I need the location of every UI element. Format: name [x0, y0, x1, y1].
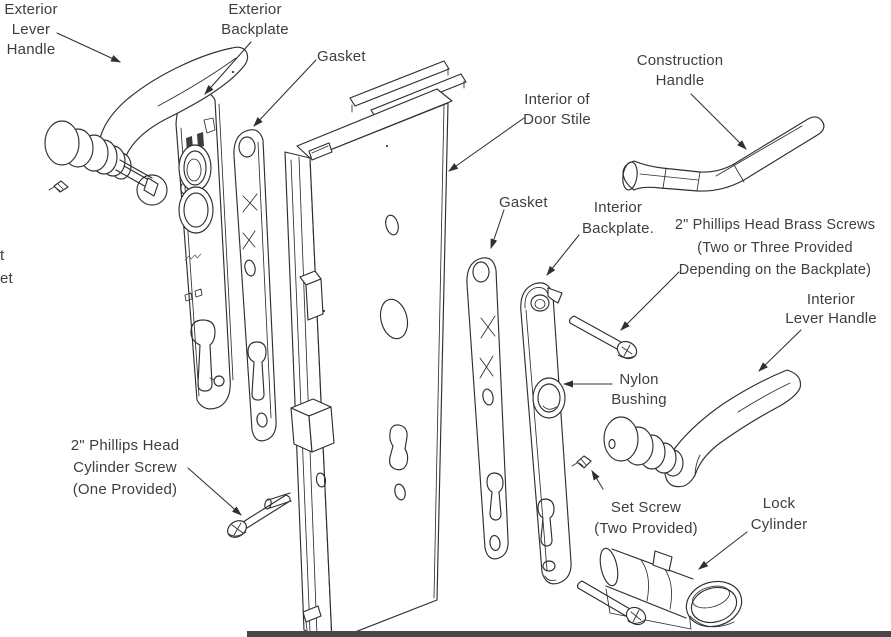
set-screw-drawing [571, 455, 592, 469]
label-interior-lever-handle: Interior Lever Handle [785, 291, 877, 327]
construction-handle-drawing [622, 116, 825, 192]
label-nylon-bushing: Nylon Bushing [611, 371, 667, 408]
leader-arrows [56, 32, 802, 570]
label-gasket-exterior: Gasket [317, 48, 366, 65]
label-exterior-lever-handle: Exterior Lever Handle [4, 1, 58, 58]
brass-screw-drawing [568, 315, 638, 360]
lock-cylinder-screw-drawing [576, 580, 647, 626]
gasket-exterior-drawing [233, 129, 277, 442]
label-construction-handle: Construction Handle [636, 52, 724, 89]
label-exterior-backplate: Exterior Backplate [221, 1, 289, 38]
label-phillips-cylinder-screw: 2" Phillips Head Cylinder Screw (One Pro… [70, 437, 180, 498]
exterior-lever-handle-drawing [44, 46, 249, 206]
label-interior-of-door-stile: Interior of Door Stile [523, 91, 591, 128]
label-gasket-interior: Gasket [499, 194, 548, 211]
label-edge-fragment-bottom: et [0, 270, 13, 287]
exterior-backplate-drawing [175, 90, 234, 410]
interior-lever-handle-drawing [603, 369, 802, 488]
cylinder-screw-drawing [227, 494, 291, 538]
label-edge-fragment-top: t [0, 247, 5, 264]
interior-backplate-drawing [520, 282, 572, 585]
label-interior-backplate: Interior Backplate. [581, 199, 655, 237]
scan-edge-artifact [247, 631, 891, 637]
label-lock-cylinder: Lock Cylinder [750, 495, 808, 533]
scan-speckle [231, 70, 235, 74]
gasket-interior-drawing [466, 257, 509, 560]
lock-cylinder-drawing [599, 547, 743, 630]
label-set-screw: Set Screw (Two Provided) [594, 499, 698, 537]
door-stile-drawing [264, 60, 467, 637]
label-phillips-brass-screws: 2" Phillips Head Brass Screws (Two or Th… [674, 217, 876, 278]
